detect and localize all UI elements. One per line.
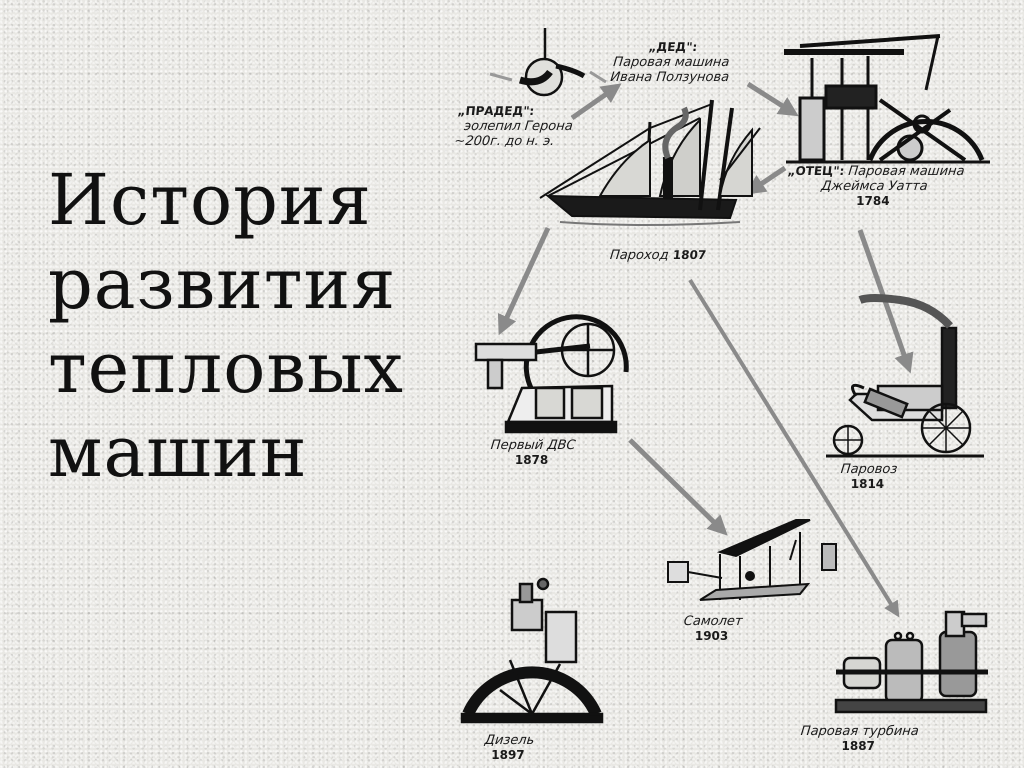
arrow-ice-to-airplane: [628, 438, 728, 536]
steam-turbine-icon: [834, 610, 988, 714]
node-locomotive-label: Паровоз 1814: [840, 462, 899, 491]
airplane-icon: [667, 519, 837, 601]
arrow-aeolipile-to-polzunov: [570, 83, 622, 121]
first-ice-engine-icon: [474, 314, 629, 434]
arrow-steamship-to-turbine: [688, 278, 900, 618]
node-polzunov-label: „ДЕД": Паровая машина Ивана Ползунова: [609, 40, 731, 85]
node-aeolipile-label: „ПРАДЕД": эолепил Герона ~200г. до н. э.: [453, 104, 574, 149]
node-turbine-label: Паровая турбина 1887: [800, 724, 920, 753]
steam-locomotive-icon: [826, 294, 984, 458]
node-steamship-label: Пароход 1807: [609, 248, 707, 263]
arrow-watt-to-steamship: [745, 165, 787, 195]
title-line-4: машин: [48, 411, 308, 493]
node-airplane-label: Самолет 1903: [683, 614, 744, 643]
node-ice-label: Первый ДВС 1878: [490, 438, 577, 467]
diesel-engine-icon: [460, 577, 604, 724]
title-line-1: История: [48, 159, 372, 241]
evolution-arrows: [497, 81, 914, 618]
title-line-3: тепловых: [48, 327, 405, 409]
title-line-2: развития: [48, 243, 397, 325]
aeolipile-icon: [489, 28, 607, 97]
watt-steam-engine-icon: [784, 34, 990, 164]
arrow-polzunov-to-watt: [746, 81, 799, 117]
node-diesel-label: Дизель 1897: [484, 733, 536, 762]
slide-title: История развития тепловых машин: [48, 158, 408, 494]
steamship-icon: [539, 99, 761, 226]
arrow-steamship-to-ice: [497, 226, 551, 336]
node-watt-label: „ОТЕЦ": Паровая машина Джеймса Уатта 178…: [786, 164, 966, 208]
